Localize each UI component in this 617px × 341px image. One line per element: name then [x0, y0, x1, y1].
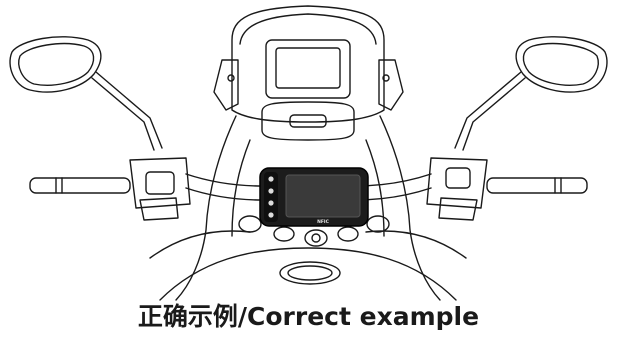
fuel-cap-inner — [287, 265, 333, 281]
left-mirror-stem — [95, 71, 163, 149]
device-button-3 — [268, 200, 274, 206]
upper-display-screen — [275, 47, 341, 89]
right-bracket-bolt — [382, 74, 390, 82]
right-mirror-glass — [522, 42, 599, 86]
left-mirror-glass — [18, 42, 95, 86]
device-button-4 — [268, 212, 274, 218]
left-switch-cube — [129, 157, 191, 209]
right-fairing — [379, 115, 441, 301]
left-mirror-stem-2 — [91, 77, 155, 151]
right-mirror-stem — [454, 71, 522, 149]
right-switch-button — [445, 167, 471, 189]
windscreen — [231, 5, 385, 123]
clamp-bolt-5 — [366, 215, 390, 233]
device-screen — [285, 174, 361, 218]
left-grip — [29, 177, 131, 194]
clamp-bolt-center — [304, 229, 328, 247]
clamp-bolt-2 — [273, 226, 295, 242]
left-fairing-inner — [231, 139, 251, 237]
right-switch-lower — [438, 197, 478, 221]
clamp-bolt-4 — [337, 226, 359, 242]
lower-body-right — [365, 230, 467, 259]
device-button-1 — [268, 176, 274, 182]
right-fairing-inner — [365, 139, 385, 237]
lower-body-curve — [159, 247, 457, 301]
fuel-cap-outer — [279, 261, 341, 285]
device-brand-mark: NFIC — [317, 219, 330, 225]
device-button-strip — [264, 172, 278, 222]
left-mirror — [9, 36, 102, 93]
left-fairing — [175, 115, 237, 301]
right-mirror-stem-2 — [462, 77, 526, 151]
left-screen-bracket — [213, 59, 239, 111]
upper-display-panel — [265, 39, 351, 99]
caption: 正确示例/Correct example — [137, 302, 480, 331]
left-switch-button — [145, 171, 175, 195]
clamp-bolt-1 — [238, 215, 262, 233]
handlebar-left — [185, 173, 263, 187]
clamp-bolt-center-inner — [311, 233, 321, 243]
handlebar-left-lower — [185, 187, 263, 201]
lower-body-left — [149, 230, 251, 259]
right-switch-cube — [426, 157, 488, 209]
middle-panel — [261, 101, 355, 141]
left-bracket-bolt — [227, 74, 235, 82]
left-switch-lower — [139, 197, 179, 221]
device-button-2 — [268, 188, 274, 194]
right-grip — [486, 177, 588, 194]
right-screen-bracket — [378, 59, 404, 111]
windscreen-inner-edge — [239, 13, 377, 45]
right-mirror — [515, 36, 608, 93]
middle-panel-slot — [289, 114, 327, 128]
mounted-display-device: NFIC — [259, 167, 369, 227]
